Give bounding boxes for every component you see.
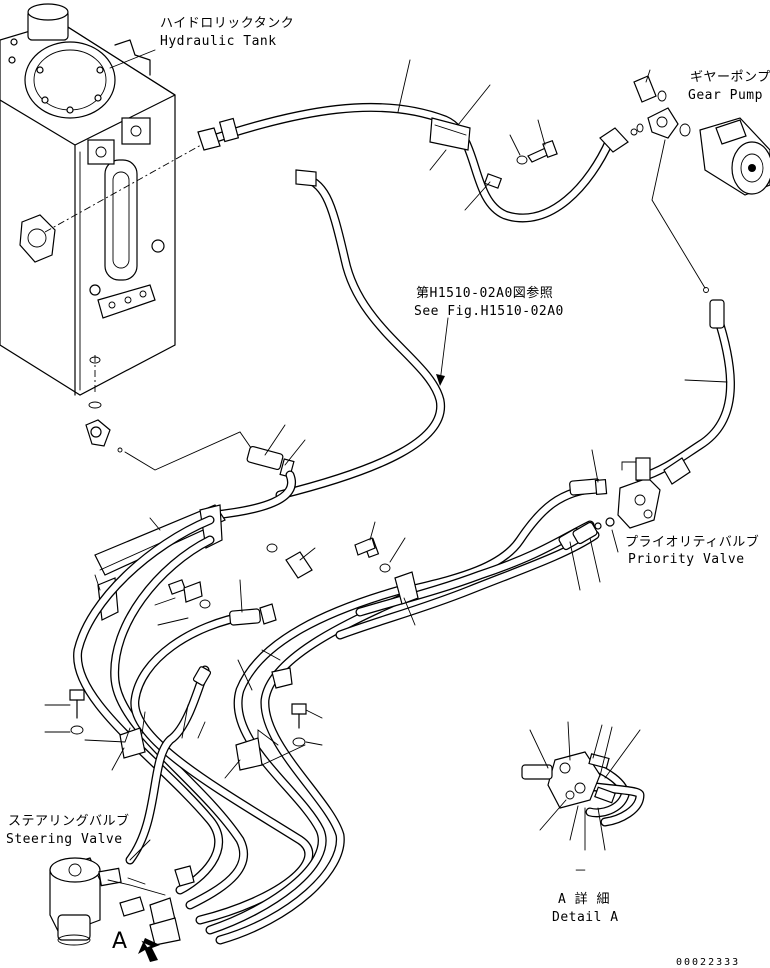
drawing-number: 00022333: [676, 957, 741, 968]
view-direction-arrow-icon: [138, 938, 160, 962]
priority-valve-label-jp: プライオリティバルブ: [625, 535, 760, 550]
steering-valve: [49, 857, 195, 946]
view-a-letter: A: [112, 929, 128, 954]
priority-valve-label-en: Priority Valve: [628, 552, 745, 567]
return-hose-see-fig: [210, 169, 446, 520]
see-fig-label-en: See Fig.H1510-02A0: [414, 304, 564, 319]
callout-leaders: [44, 49, 728, 885]
see-fig-label-jp: 第H1510-02A0図参照: [416, 286, 554, 301]
tank-return-elbow: [85, 419, 259, 471]
steering-valve-label-jp: ステアリングバルブ: [8, 814, 130, 829]
detail-a-label-jp: A 詳 細: [558, 892, 610, 907]
steering-valve-label-en: Steering Valve: [6, 832, 123, 847]
hydraulic-tank-label-en: Hydraulic Tank: [160, 34, 277, 49]
steering-hose-bundle: [69, 478, 608, 945]
gear-pump-label-jp: ギヤーポンプ: [690, 70, 770, 85]
pump-pressure-hose: [635, 299, 735, 485]
gear-pump: [633, 75, 770, 293]
hydraulic-tank-label-jp: ハイドロリックタンク: [160, 16, 295, 31]
priority-valve: [594, 457, 661, 530]
detail-a-view: [521, 721, 645, 851]
hydraulic-tank: [0, 3, 211, 409]
gear-pump-label-en: Gear Pump: [688, 88, 763, 103]
detail-a-label-en: Detail A: [552, 910, 619, 925]
suction-hose: [197, 102, 638, 223]
detail-a-dash: －: [574, 864, 588, 879]
